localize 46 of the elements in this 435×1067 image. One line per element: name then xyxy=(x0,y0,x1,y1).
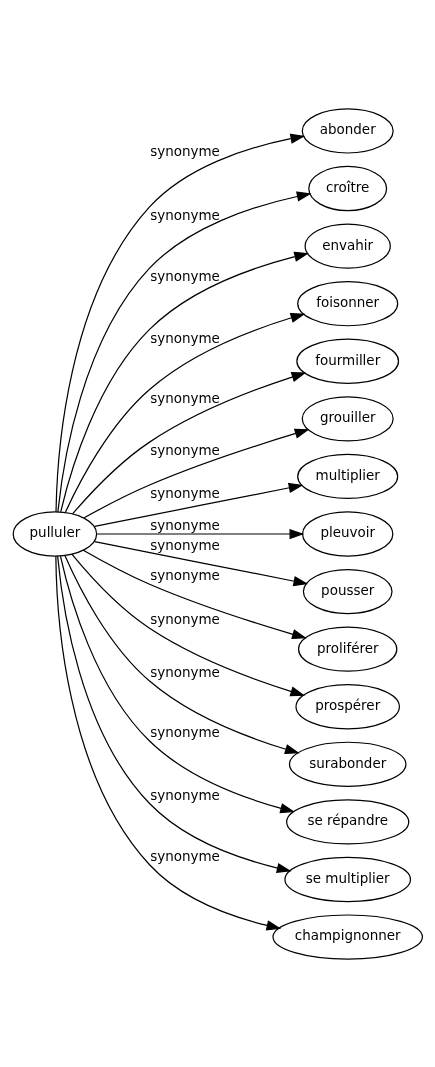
edge-label: synonyme xyxy=(150,329,220,346)
edge-label: synonyme xyxy=(150,267,220,284)
edge-label: synonyme xyxy=(150,484,220,501)
edge-label: synonyme xyxy=(150,142,220,159)
edge-label: synonyme xyxy=(150,536,220,553)
arrow xyxy=(60,251,309,513)
node-ellipse: proliférer xyxy=(298,626,398,672)
arrow xyxy=(55,555,282,930)
edge-label: synonyme xyxy=(150,723,220,740)
arrow xyxy=(71,553,306,696)
arrow xyxy=(82,549,307,639)
edge-label: synonyme xyxy=(150,389,220,406)
node-ellipse: envahir xyxy=(304,222,391,269)
edge-label: synonyme xyxy=(150,786,220,803)
edge-label: synonyme xyxy=(150,663,220,680)
arrow xyxy=(55,133,306,512)
node-ellipse: multiplier xyxy=(297,453,399,499)
node-ellipse: foisonner xyxy=(297,280,399,326)
edge-label: synonyme xyxy=(150,847,220,864)
node-ellipse: se multiplier xyxy=(284,856,412,902)
edge-label: synonyme xyxy=(150,566,220,583)
arrow xyxy=(94,540,309,586)
arrow xyxy=(59,555,295,813)
edge-label: synonyme xyxy=(150,206,220,223)
arrow xyxy=(96,528,305,539)
node-ellipse: champignonner xyxy=(272,913,423,960)
arrow xyxy=(57,191,312,513)
edge-label: synonyme xyxy=(150,441,220,458)
arrow xyxy=(64,312,306,513)
node-ellipse: croître xyxy=(308,165,388,211)
arrow xyxy=(57,554,292,873)
node-ellipse: pousser xyxy=(302,568,393,614)
arrow xyxy=(64,554,300,754)
node-ellipse: prospérer xyxy=(295,683,400,729)
arrow xyxy=(83,428,310,518)
node-ellipse: pleuvoir xyxy=(301,510,394,557)
node-ellipse: pulluler xyxy=(12,510,98,557)
edge-label: synonyme xyxy=(150,516,220,533)
edge-label: synonyme xyxy=(150,610,220,627)
arrow xyxy=(94,482,304,527)
node-ellipse: se répandre xyxy=(286,798,410,845)
node-ellipse: fourmiller xyxy=(296,338,400,384)
node-ellipse: grouiller xyxy=(301,395,394,441)
arrow xyxy=(72,371,307,514)
node-ellipse: surabonder xyxy=(288,741,407,787)
node-ellipse: abonder xyxy=(301,107,394,154)
